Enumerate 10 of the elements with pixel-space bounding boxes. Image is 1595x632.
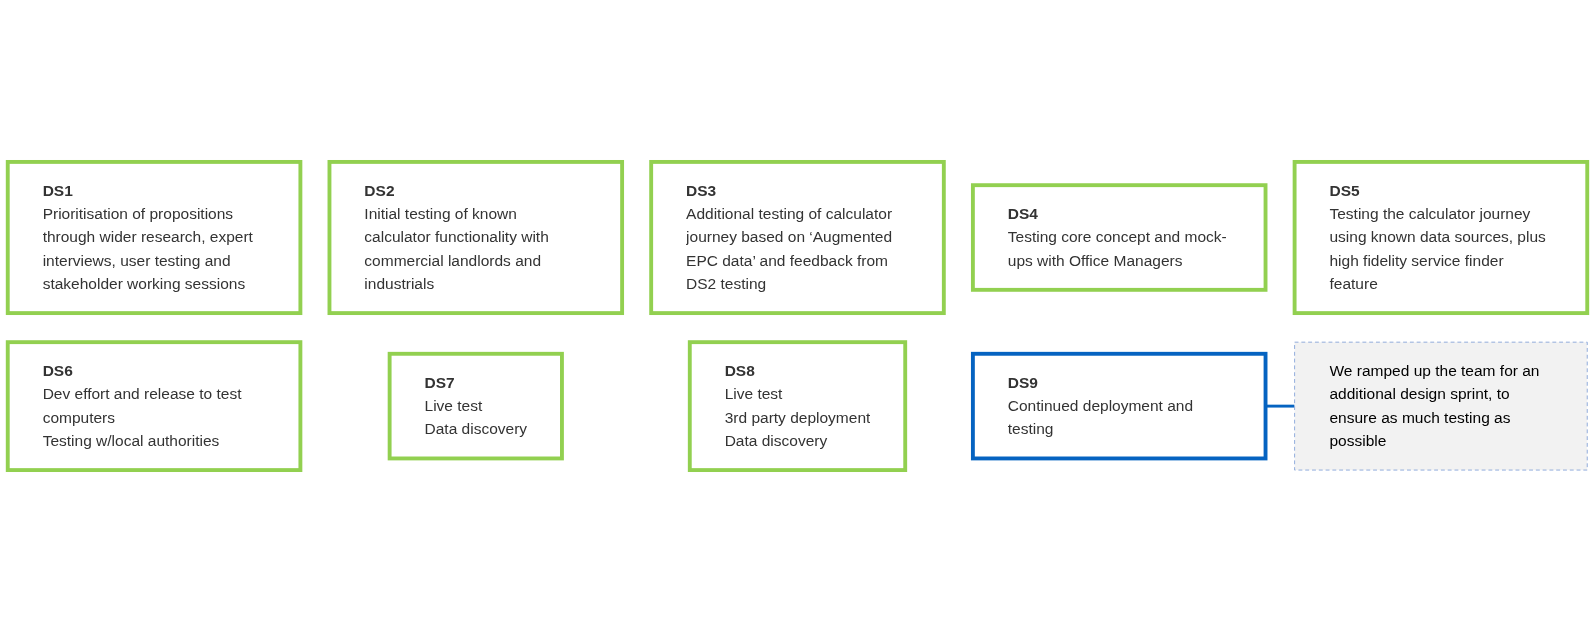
node-box: DS2 Initial testing of known calculator functionality with commercial landlords and industrials [327,160,625,316]
node-box: DS8 Live test 3rd party deployment Data discovery [687,340,908,472]
node-box: We ramped up the team for an additional design sprint, to ensure as much testing as possible [1294,341,1588,471]
node-box: DS5 Testing the calculator journey using known data sources, plus high fidelity service finder feature [1292,160,1590,316]
node-box: DS4 Testing core concept and mock-ups with Office Managers [970,183,1268,292]
node-box: DS7 Live test Data discovery [387,351,564,461]
node-box: DS1 Prioritisation of propositions through wider research, expert interviews, user testing and stakeholder working sessions [5,160,303,316]
node-box: DS6 Dev effort and release to test computers Testing w/local authorities [5,340,303,472]
node-box: DS3 Additional testing of calculator journey based on ‘Augmented EPC data’ and feedback from DS2 testing [649,160,946,316]
node-box: DS9 Continued deployment and testing [970,351,1268,461]
